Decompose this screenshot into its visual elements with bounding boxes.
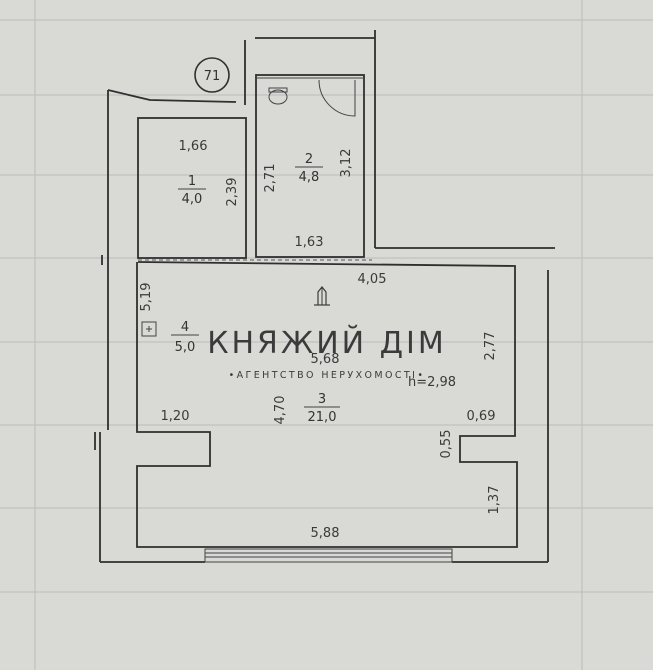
dim-left-height: 5,19 [139, 283, 154, 312]
room-1-area: 4,0 [182, 192, 203, 207]
room-2-area: 4,8 [299, 170, 320, 185]
dim-left-recess: 1,20 [161, 409, 190, 424]
dim-lower-right: 1,37 [487, 486, 502, 515]
room-4-number: 4 [181, 320, 189, 335]
dim-recess-depth: 0,55 [439, 430, 454, 459]
building-logo-icon [314, 286, 330, 306]
room-4-area: 5,0 [175, 340, 196, 355]
dim-room1-width: 1,66 [179, 139, 208, 154]
dim-room2-height-left: 2,71 [263, 164, 278, 193]
dim-right-recess: 0,69 [467, 409, 496, 424]
room-1-number: 1 [188, 174, 196, 189]
plan-marker: 71 [194, 57, 230, 93]
walls [94, 30, 555, 563]
watermark: КНЯЖИЙ ДІМ •АГЕНТСТВО НЕРУХОМОСТІ• [207, 286, 447, 381]
room-2-number: 2 [305, 152, 313, 167]
room-labels: 1 4,0 2 4,8 3 21,0 4 5,0 [171, 152, 340, 425]
room-3-area: 21,0 [308, 410, 337, 425]
room-3-number: 3 [318, 392, 326, 407]
dim-bottom-width: 5,88 [311, 526, 340, 541]
plan-marker-label: 71 [204, 69, 221, 84]
watermark-title: КНЯЖИЙ ДІМ [207, 325, 447, 361]
ceiling-height: h=2,98 [408, 375, 456, 390]
dimension-labels: 1,66 2,39 2,71 3,12 1,63 4,05 5,68 5,19 … [139, 139, 502, 541]
dim-main-height: 4,70 [273, 396, 288, 425]
dim-room2-height-right: 3,12 [339, 149, 354, 178]
dim-room1-height: 2,39 [225, 178, 240, 207]
dim-room2-width: 1,63 [295, 235, 324, 250]
dim-main-width: 5,68 [311, 352, 340, 367]
dim-top-width: 4,05 [358, 272, 387, 287]
dim-right-height: 2,77 [483, 332, 498, 361]
watermark-subtitle: •АГЕНТСТВО НЕРУХОМОСТІ• [229, 370, 426, 381]
